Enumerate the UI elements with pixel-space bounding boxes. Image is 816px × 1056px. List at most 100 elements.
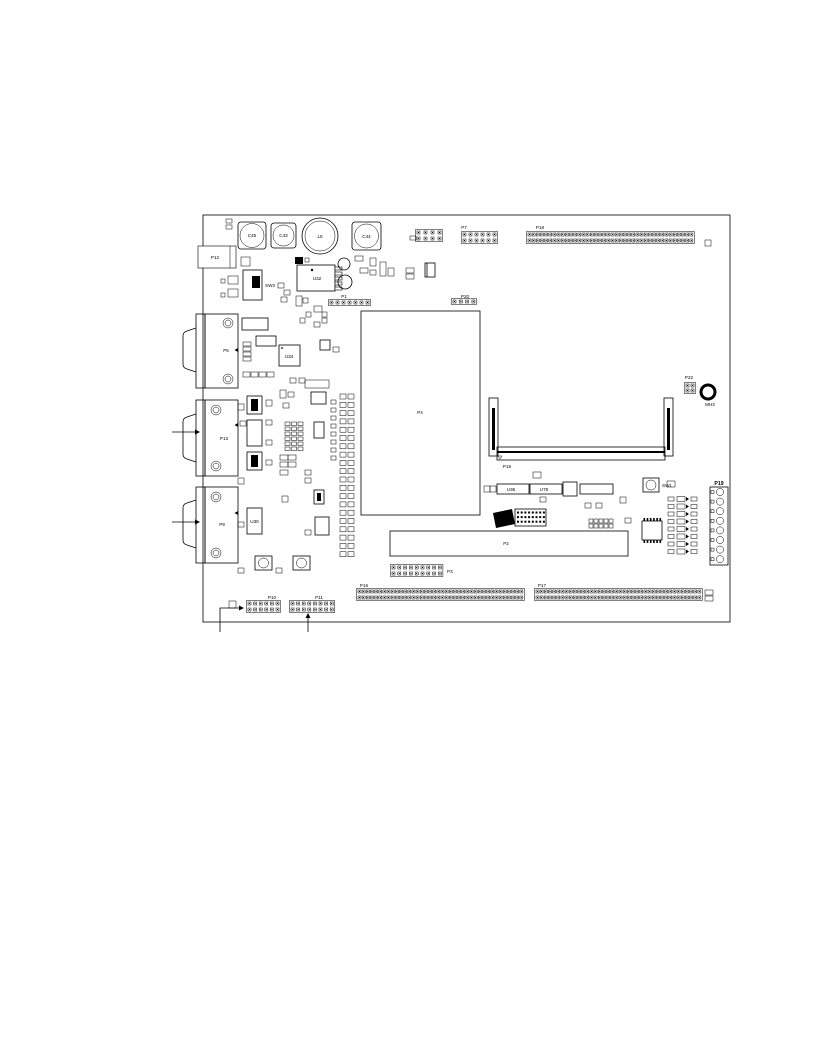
- header-p11-pin-dot: [303, 609, 305, 610]
- header-p17-pin-dot: [678, 597, 680, 598]
- header-p16-pin-dot: [516, 591, 518, 592]
- header-p18-pin-dot: [582, 240, 584, 241]
- header-top-small-pin: [430, 236, 435, 241]
- header-p11-pin: [324, 601, 328, 606]
- header-p18-pin: [548, 232, 552, 237]
- passive-column-pad: [339, 426, 347, 433]
- header-p18-pin-dot: [682, 240, 684, 241]
- resistor-row-pad: [593, 518, 599, 524]
- header-p10-pin-dot: [265, 603, 267, 604]
- header-p16-pin: [490, 589, 495, 594]
- header-p17-pin-dot: [582, 591, 584, 592]
- header-p17-pin-dot: [673, 597, 675, 598]
- header-p16-pin-dot: [379, 597, 381, 598]
- header-p20-pin: [452, 299, 457, 304]
- header-p17-pin-dot: [624, 597, 626, 598]
- header-p18-pin: [527, 232, 532, 237]
- header-p16-outline: [356, 588, 525, 601]
- header-p16-pin: [390, 589, 395, 594]
- header-p18-pin: [594, 238, 598, 243]
- dot-array-dot: [531, 516, 534, 519]
- header-p1-pin-dot: [349, 302, 350, 303]
- header-p1-pin-dot: [367, 302, 368, 303]
- header-p17-pin-dot: [686, 597, 688, 598]
- header-p17-pin-dot: [649, 591, 651, 592]
- header-p17-pin: [568, 595, 573, 600]
- terminal-screw: [716, 555, 724, 564]
- header-p10-pin: [247, 601, 252, 606]
- header-p18-pin-dot: [690, 240, 692, 241]
- header-p17-pin-dot: [553, 597, 555, 598]
- header-p16-pin: [478, 595, 482, 600]
- header-p18-pin: [606, 232, 611, 237]
- header-p18-pin: [531, 232, 536, 237]
- led-resistor: [667, 519, 675, 524]
- led-pad: [690, 549, 698, 554]
- resistor-row-pad: [598, 523, 604, 529]
- header-p18-pin-dot: [603, 240, 605, 241]
- header-p10-pin: [253, 607, 257, 612]
- resistor-row-pad: [608, 523, 614, 529]
- header-p3-pin: [438, 571, 442, 576]
- header-p11-pin: [290, 601, 295, 606]
- label-sw1: SW1: [662, 483, 672, 488]
- dot-array-outline: [514, 508, 547, 527]
- header-p16-pin-dot: [429, 597, 431, 598]
- header-top-small-pin-dot: [425, 232, 426, 233]
- header-p10-pin-dot: [254, 603, 256, 604]
- header-p11-pin-dot: [303, 603, 305, 604]
- resistor-array-pad: [297, 441, 304, 446]
- header-p16-pin: [449, 595, 453, 600]
- header-p1-pin-dot: [337, 302, 338, 303]
- header-p18-pin-dot: [533, 240, 535, 241]
- dot-array-dot: [524, 511, 527, 514]
- led-body: [676, 548, 686, 555]
- dot-array-dot: [542, 520, 545, 523]
- smd-pad: [220, 278, 226, 284]
- header-p17-pin-dot: [636, 591, 638, 592]
- header-p17-pin-dot: [611, 597, 613, 598]
- header-p17-pin: [602, 589, 606, 594]
- header-p7-pin-dot: [476, 234, 477, 235]
- header-p18-pin: [643, 238, 648, 243]
- header-p17-pin-dot: [636, 597, 638, 598]
- resistor-row-pad: [603, 518, 609, 524]
- ic-u34: [278, 344, 301, 367]
- led-body: [676, 533, 686, 540]
- resistor-array-pad: [297, 426, 304, 431]
- header-p18-pin: [627, 232, 631, 237]
- header-p3-pin-dot: [398, 567, 400, 568]
- header-p17-pin: [643, 595, 648, 600]
- header-top-small-pin: [416, 230, 421, 235]
- smd-pad: [258, 371, 267, 378]
- header-p1-pin-dot: [355, 302, 356, 303]
- smd-pad: [237, 477, 245, 485]
- dot-array-dot: [520, 520, 523, 523]
- header-p18-pin: [631, 238, 635, 243]
- label-u30: U30: [250, 519, 259, 524]
- header-p17-pin: [664, 595, 668, 600]
- header-p3-pin: [397, 571, 402, 576]
- header-p11-pin-dot: [331, 609, 333, 610]
- label-p20: P20: [461, 294, 470, 299]
- label-l5: L5: [317, 234, 323, 239]
- dot-array-dot: [535, 511, 538, 514]
- header-p16-pin: [440, 589, 445, 594]
- header-p10-pin: [270, 601, 274, 606]
- header-p16-pin-dot: [504, 591, 506, 592]
- db9-p13-body: [204, 399, 239, 477]
- led-resistor: [667, 549, 675, 554]
- passive-column-pad: [347, 526, 355, 533]
- header-p3-pin: [432, 565, 436, 570]
- header-p3-pin-dot: [433, 573, 435, 574]
- header-p17-pin-dot: [595, 591, 597, 592]
- header-p18-pin: [585, 232, 590, 237]
- header-p18-pin: [627, 238, 631, 243]
- header-p18-pin: [594, 232, 598, 237]
- header-p18-pin: [598, 232, 602, 237]
- header-p3-pin-dot: [416, 567, 418, 568]
- resistor-array-pad: [291, 426, 297, 431]
- ic-u75: [529, 483, 563, 495]
- header-p3-pin: [403, 565, 407, 570]
